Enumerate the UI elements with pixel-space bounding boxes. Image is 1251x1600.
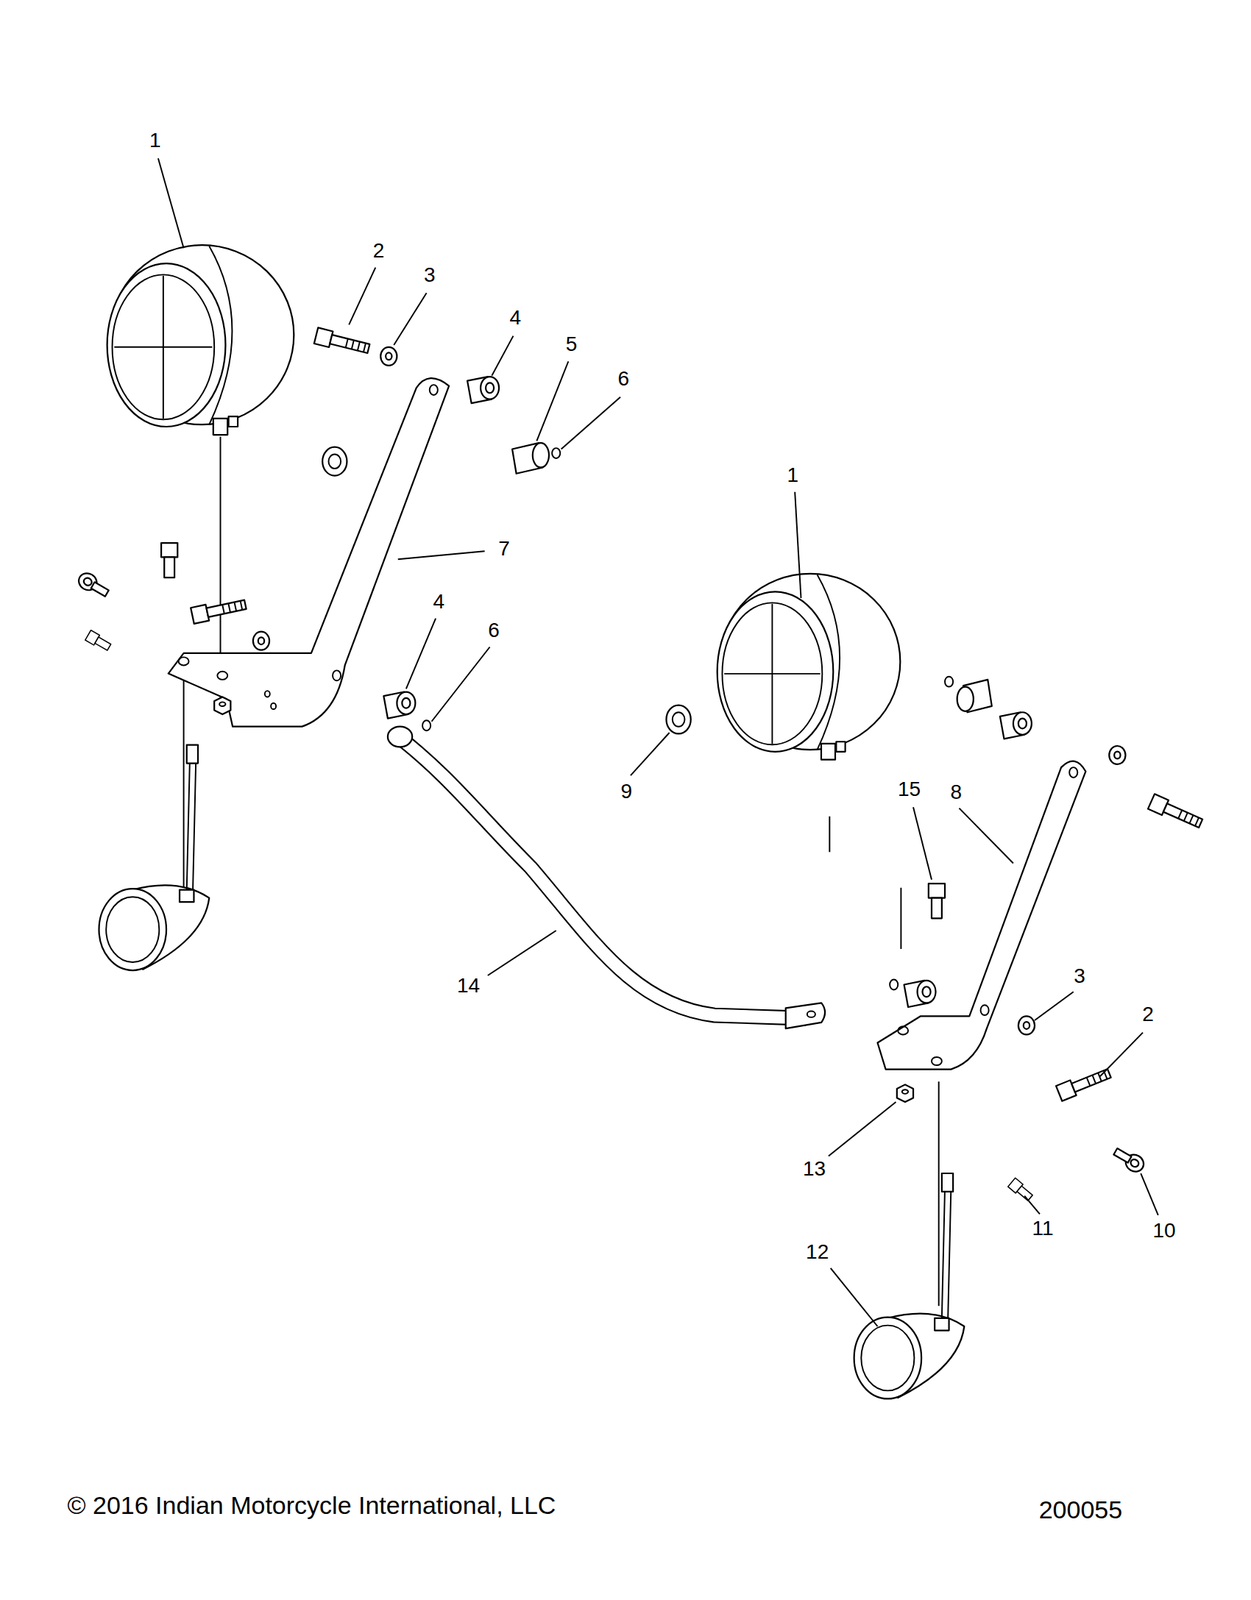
- bolt: [1055, 1066, 1112, 1102]
- callout-number: 15: [897, 778, 921, 802]
- hole: [332, 670, 341, 681]
- callout-number: 1: [149, 129, 162, 153]
- hole: [980, 1005, 990, 1016]
- bolt: [190, 596, 247, 625]
- washer: [380, 347, 397, 366]
- hole: [1069, 767, 1078, 778]
- bolt: [314, 327, 371, 357]
- callout-number: 7: [498, 537, 510, 561]
- callout-number: 3: [1073, 965, 1086, 989]
- hole: [931, 1057, 942, 1066]
- callout-number: 2: [1142, 1003, 1154, 1027]
- screw: [1008, 1178, 1034, 1203]
- callout-number: 6: [487, 619, 500, 643]
- washer: [1108, 746, 1126, 765]
- eye-bolt: [1111, 1145, 1147, 1176]
- bushing: [957, 687, 974, 712]
- bushing: [532, 443, 549, 468]
- callout-number: 6: [617, 367, 630, 391]
- spacer: [467, 376, 499, 404]
- wire: [183, 678, 185, 898]
- note-text: 200055: [1039, 1496, 1123, 1525]
- o-ring: [551, 448, 561, 459]
- screw: [161, 543, 178, 578]
- o-ring: [944, 677, 953, 688]
- spacer: [1000, 712, 1032, 739]
- crossbar-end: [387, 727, 413, 748]
- bracket: [168, 378, 449, 728]
- leader-lines: [158, 158, 1159, 1327]
- callout-number: 10: [1153, 1220, 1176, 1243]
- spacer: [383, 692, 416, 719]
- wire: [829, 816, 901, 950]
- hole: [217, 671, 228, 680]
- wire: [938, 1081, 940, 1307]
- hole: [178, 657, 190, 666]
- callout-number: 14: [456, 975, 480, 998]
- callout-number: 4: [432, 590, 445, 614]
- callout-number: 3: [423, 264, 436, 287]
- washer: [1018, 1016, 1035, 1035]
- callout-number: 9: [621, 780, 633, 804]
- grommet: [322, 447, 347, 477]
- eye-bolt: [75, 570, 112, 601]
- headlamp: [717, 573, 901, 761]
- turn-signal: [854, 1173, 965, 1399]
- hole: [807, 1011, 816, 1018]
- hole: [264, 690, 271, 697]
- crossbar: [395, 735, 806, 1019]
- turn-signal: [99, 745, 210, 971]
- headlamp: [107, 245, 295, 435]
- grommet: [665, 705, 691, 735]
- bolt: [1147, 794, 1204, 831]
- callout-number: 8: [950, 781, 962, 805]
- callout-number: 11: [1032, 1217, 1054, 1241]
- callout-number: 13: [802, 1158, 826, 1182]
- spacer: [904, 980, 937, 1008]
- nut: [214, 696, 231, 715]
- callout-number: 5: [565, 333, 578, 357]
- o-ring: [889, 980, 898, 991]
- callout-number: 1: [787, 464, 800, 488]
- o-ring: [422, 720, 431, 731]
- screw: [85, 630, 112, 653]
- hole: [429, 384, 438, 396]
- callout-number: 2: [373, 239, 385, 263]
- bracket: [877, 761, 1086, 1070]
- note-text: © 2016 Indian Motorcycle International, …: [67, 1492, 557, 1520]
- crossbar: [395, 735, 806, 1019]
- hole: [270, 703, 276, 710]
- crossbar-tab: [785, 1003, 825, 1029]
- washer: [253, 632, 270, 651]
- hole: [897, 1026, 909, 1035]
- callout-number: 12: [805, 1241, 829, 1265]
- nut: [897, 1084, 914, 1103]
- callout-number: 4: [509, 306, 522, 330]
- screw: [928, 883, 945, 919]
